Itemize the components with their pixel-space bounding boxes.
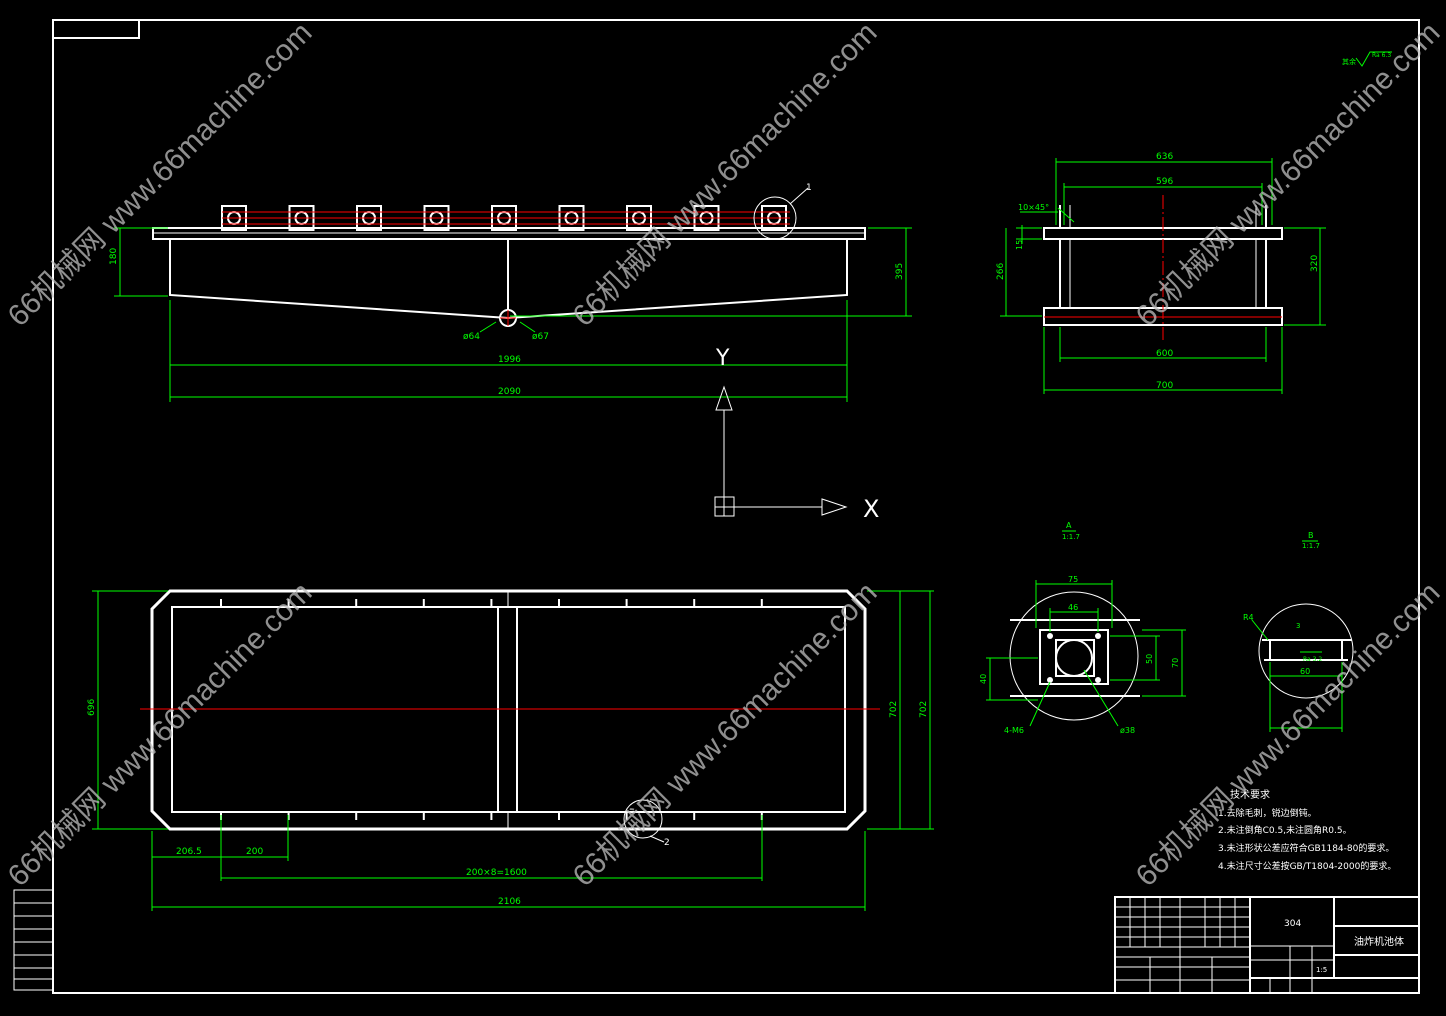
dim-top-inner: 596 <box>1156 177 1173 187</box>
axis-y-label: Y <box>715 346 730 371</box>
outer-border <box>52 19 1420 994</box>
svg-text:3: 3 <box>1296 622 1300 630</box>
ucs-axis <box>714 385 848 517</box>
callout-1: 1 <box>806 183 812 193</box>
svg-text:4-M6: 4-M6 <box>1004 726 1024 735</box>
tb-part-name: 油炸机池体 <box>1354 935 1404 948</box>
tb-scale: 1:5 <box>1316 966 1327 974</box>
dim-side-right-height: 320 <box>1310 255 1320 272</box>
svg-text:70: 70 <box>1171 658 1180 668</box>
detail-b: B 1:1.7 R4 3 Ra 3.2 60 <box>1243 531 1354 732</box>
svg-text:Ra 6.3: Ra 6.3 <box>1372 52 1391 59</box>
dim-bottom-inner: 600 <box>1156 349 1173 359</box>
corner-tag <box>52 19 140 39</box>
tech-item-1: 1.去除毛刺，锐边倒钝。 <box>1218 807 1317 819</box>
svg-text:40: 40 <box>979 674 988 684</box>
svg-text:50: 50 <box>1145 654 1154 664</box>
dim-pitch: 200 <box>246 847 263 857</box>
tech-item-2: 2.未注倒角C0.5,未注圆角R0.5。 <box>1218 824 1352 836</box>
svg-text:1:1.7: 1:1.7 <box>1062 533 1080 541</box>
dim-overall-length: 2090 <box>498 387 521 397</box>
svg-text:75: 75 <box>1068 575 1078 584</box>
front-view: 1 180 395 1996 2090 ø64 ø67 <box>109 183 912 402</box>
dim-pitch-total: 200×8=1600 <box>466 868 527 878</box>
dim-plan-overall: 2106 <box>498 897 521 907</box>
svg-text:B: B <box>1308 531 1314 540</box>
dim-plan-right-inner: 702 <box>889 701 899 718</box>
tech-title: 技术要求 <box>1230 788 1270 801</box>
svg-text:46: 46 <box>1068 603 1078 612</box>
dim-hole-large: ø67 <box>532 332 549 342</box>
dim-chamfer: 10×45° <box>1018 203 1049 212</box>
dim-side-left-height: 266 <box>996 263 1006 280</box>
dim-plan-left-height: 696 <box>87 699 97 716</box>
detail-a: A 1:1.7 75 46 40 50 70 4-M6 ø38 <box>979 521 1186 735</box>
svg-text:Ra 3.2: Ra 3.2 <box>1303 656 1322 663</box>
side-view: 636 596 10×45° 15 266 320 600 700 <box>996 152 1326 394</box>
svg-text:R4: R4 <box>1243 613 1254 622</box>
roughness-symbol: 其余 Ra 6.3 <box>1342 51 1392 67</box>
callout-2: 2 <box>664 838 670 848</box>
dim-lip: 15 <box>1015 240 1024 250</box>
dim-plan-right-outer: 702 <box>919 701 929 718</box>
tech-requirements: 技术要求 1.去除毛刺，锐边倒钝。 2.未注倒角C0.5,未注圆角R0.5。 3… <box>1218 788 1396 872</box>
side-strip-table <box>13 889 54 991</box>
svg-text:60: 60 <box>1300 667 1310 676</box>
dim-height-left: 180 <box>109 248 119 265</box>
svg-text:ø38: ø38 <box>1120 726 1135 735</box>
dim-height-right: 395 <box>895 263 905 280</box>
tech-item-3: 3.未注形状公差应符合GB1184-80的要求。 <box>1218 842 1394 854</box>
plan-view: 2 696 702 702 206.5 200 200×8=1600 2106 <box>87 589 934 911</box>
axis-x-label: X <box>863 495 879 523</box>
dim-first-pitch: 206.5 <box>176 847 202 857</box>
tb-material: 304 <box>1284 919 1301 929</box>
dim-bottom-outer: 700 <box>1156 381 1173 391</box>
svg-text:1:1.7: 1:1.7 <box>1302 542 1320 550</box>
svg-text:A: A <box>1066 521 1072 530</box>
dim-top-outer: 636 <box>1156 152 1173 162</box>
title-block <box>1114 896 1420 994</box>
dim-inner-length: 1996 <box>498 355 521 365</box>
tech-item-4: 4.未注尺寸公差按GB/T1804-2000的要求。 <box>1218 860 1396 872</box>
svg-text:其余: 其余 <box>1342 57 1356 66</box>
dim-hole-small: ø64 <box>463 332 480 342</box>
